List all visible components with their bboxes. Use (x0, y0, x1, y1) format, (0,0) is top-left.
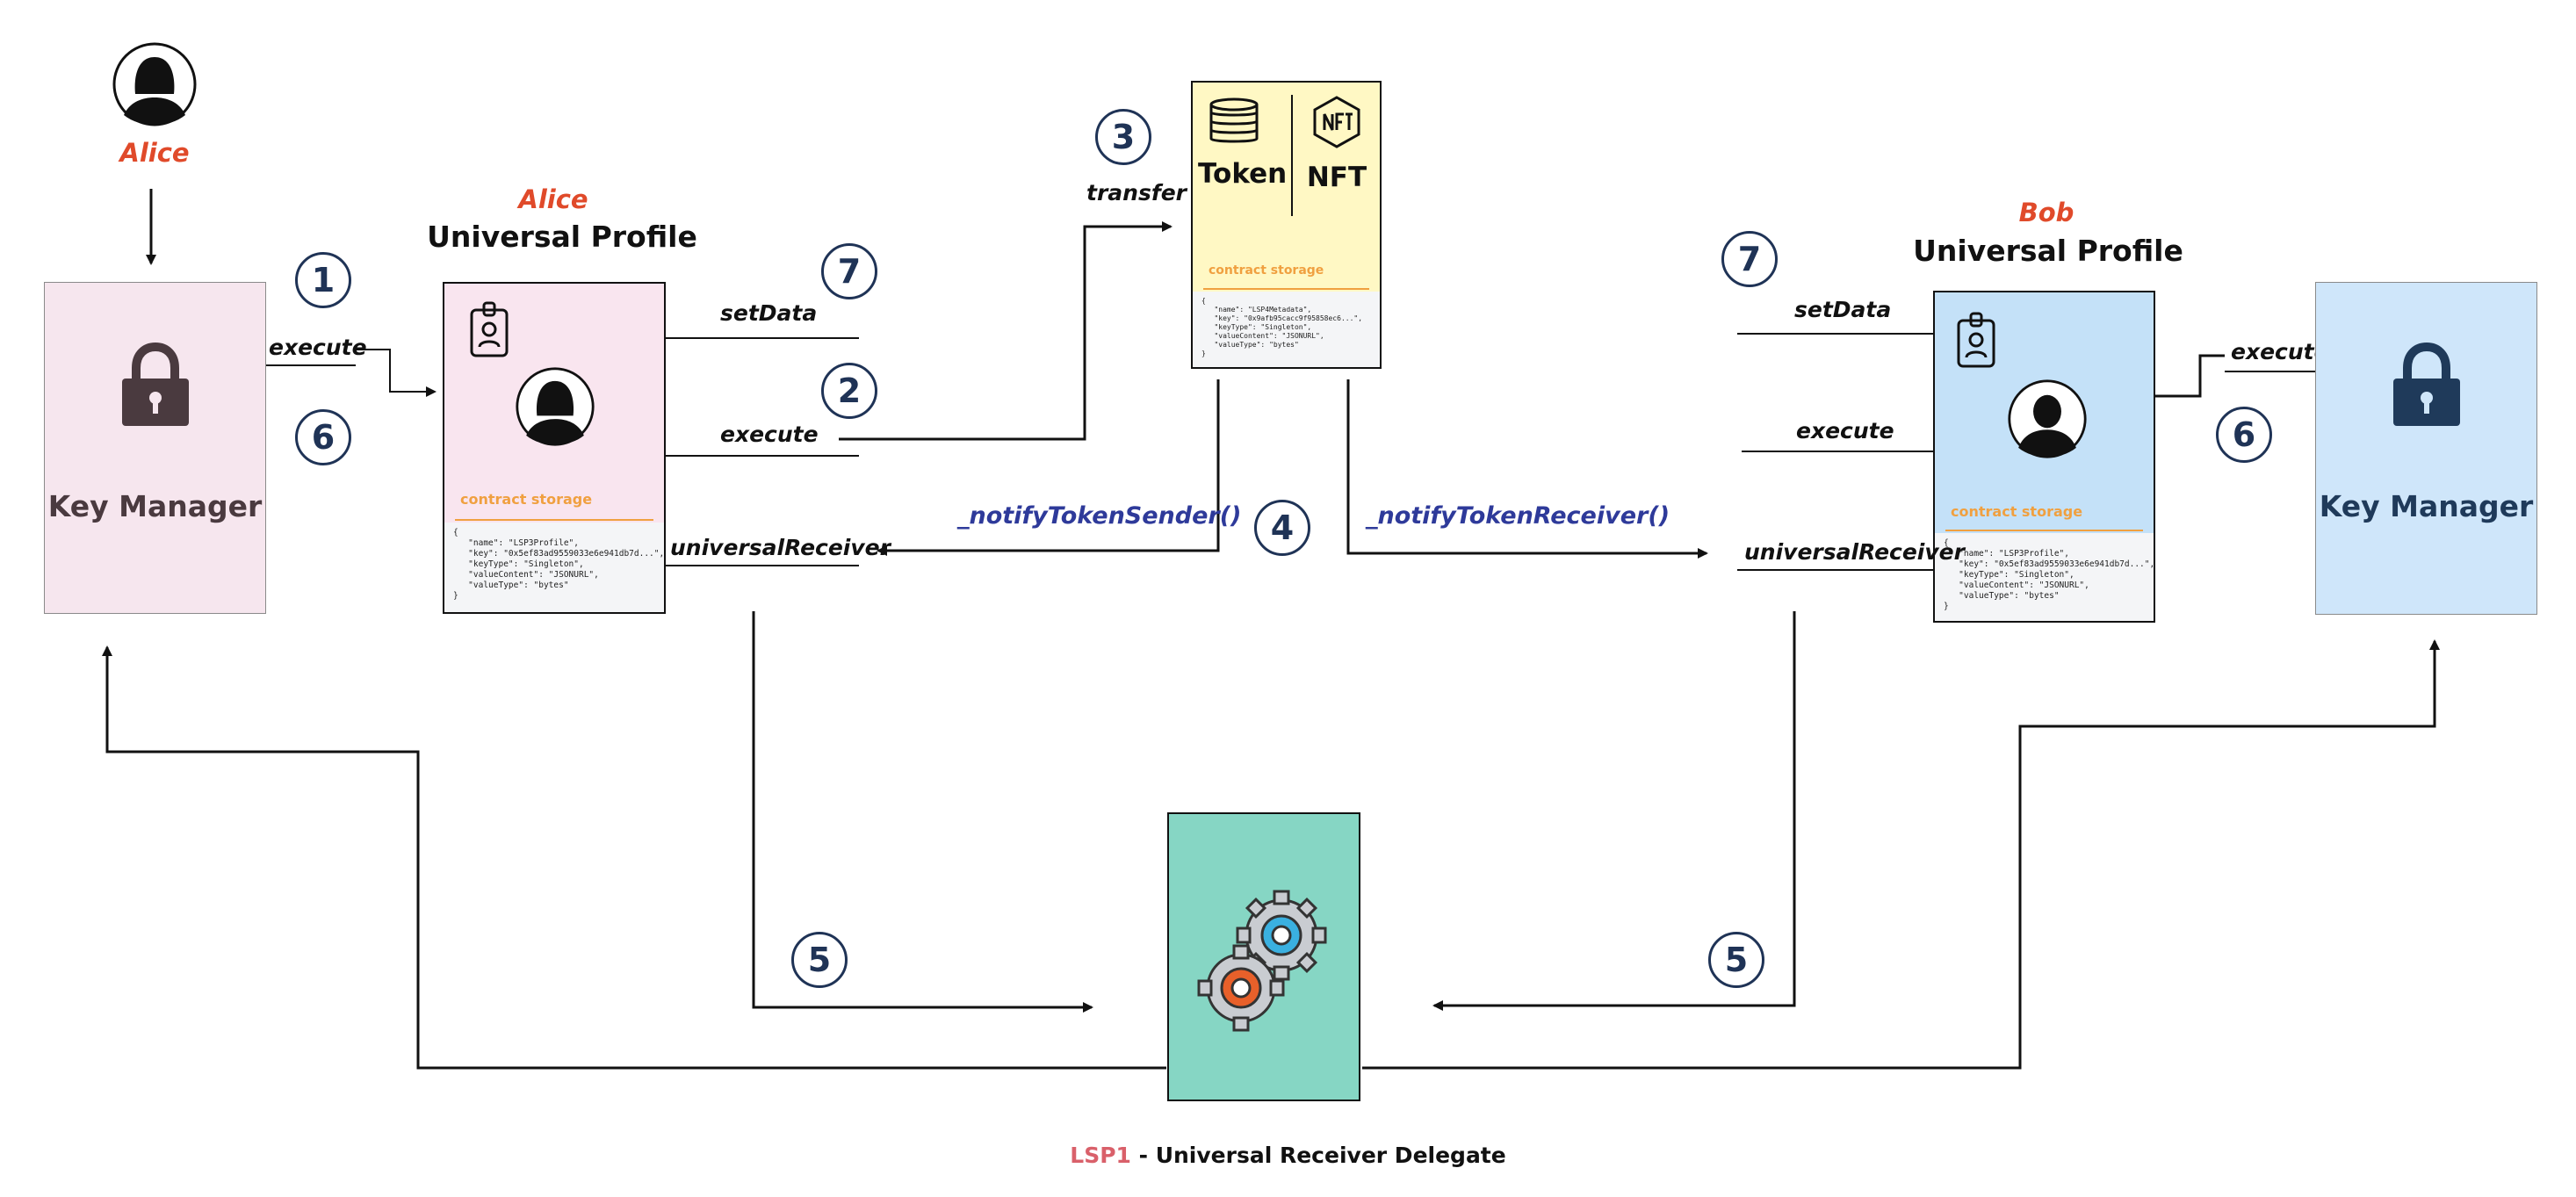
padlock-icon (122, 342, 189, 426)
asset-storage-divider (1203, 288, 1369, 290)
nft-label: NFT (1306, 162, 1367, 193)
bob-universal-profile[interactable]: contract storage { "name": "LSP3Profile"… (1933, 291, 2155, 623)
key-manager-right[interactable]: Key Manager (2315, 282, 2537, 615)
gears-icon (1197, 890, 1327, 1032)
asset-contract[interactable]: Token NFT contract storage { "name": "LS… (1191, 81, 1382, 369)
diagram-caption: LSP1 - Universal Receiver Delegate (0, 1143, 2576, 1168)
asset-storage-code: { "name": "LSP4Metadata", "key": "0x9afb… (1193, 292, 1380, 367)
id-badge-icon (1957, 312, 1995, 368)
coin-stack-icon (1209, 97, 1259, 143)
alice-storage-divider (455, 519, 653, 521)
label-execute-left-km: execute (269, 335, 367, 360)
step-1: 1 (295, 252, 351, 308)
bob-profile-title: Universal Profile (1913, 234, 2183, 268)
padlock-icon (2393, 342, 2460, 426)
token-label: Token (1198, 158, 1288, 190)
caption-text: - Universal Receiver Delegate (1130, 1143, 1506, 1168)
step-6-right: 6 (2216, 407, 2272, 463)
bob-profile-owner: Bob (2018, 198, 2075, 227)
step-5-left: 5 (791, 932, 848, 988)
label-transfer: transfer (1086, 180, 1187, 206)
alice-profile-title: Universal Profile (427, 220, 697, 254)
label-universal-receiver-bob: universalReceiver (1744, 539, 1965, 565)
label-setdata-bob: setData (1794, 297, 1892, 322)
alice-universal-profile[interactable]: contract storage { "name": "LSP3Profile"… (443, 282, 666, 614)
alice-storage-label: contract storage (460, 491, 593, 508)
asset-divider (1291, 95, 1293, 216)
female-user-icon (112, 42, 197, 126)
label-execute-right-km: execute (2231, 339, 2329, 364)
bob-storage-label: contract storage (1951, 503, 2083, 520)
alice-actor-name: Alice (119, 138, 190, 168)
label-execute-bob: execute (1796, 418, 1894, 443)
universal-receiver-delegate[interactable] (1167, 812, 1360, 1101)
caption-lsp1: LSP1 (1070, 1143, 1131, 1168)
asset-storage-label: contract storage (1209, 263, 1324, 278)
step-5-right: 5 (1708, 932, 1764, 988)
id-badge-icon (470, 301, 509, 357)
step-6-left: 6 (295, 409, 351, 465)
key-manager-left[interactable]: Key Manager (44, 282, 266, 614)
bob-storage-code: { "name": "LSP3Profile", "key": "0x5ef83… (1935, 533, 2154, 621)
step-7-bob: 7 (1721, 231, 1778, 287)
key-manager-left-title: Key Manager (47, 489, 263, 523)
label-notify-token-receiver: _notifyTokenReceiver() (1366, 502, 1670, 530)
step-2: 2 (821, 363, 877, 419)
label-universal-receiver-alice: universalReceiver (670, 535, 891, 560)
label-execute-alice: execute (720, 422, 819, 447)
step-4: 4 (1254, 500, 1310, 556)
bob-storage-divider (1945, 530, 2143, 531)
label-notify-token-sender: _notifyTokenSender() (957, 502, 1242, 530)
alice-storage-code: { "name": "LSP3Profile", "key": "0x5ef83… (444, 523, 664, 612)
male-user-icon (2008, 379, 2087, 458)
step-3: 3 (1095, 109, 1151, 165)
female-user-icon (516, 367, 595, 446)
nft-hexagon-icon (1313, 96, 1360, 148)
alice-actor: Alice (112, 41, 198, 168)
label-setdata-alice: setData (720, 300, 818, 326)
key-manager-right-title: Key Manager (2319, 489, 2534, 523)
alice-profile-owner: Alice (518, 184, 588, 214)
step-7-alice: 7 (821, 243, 877, 299)
